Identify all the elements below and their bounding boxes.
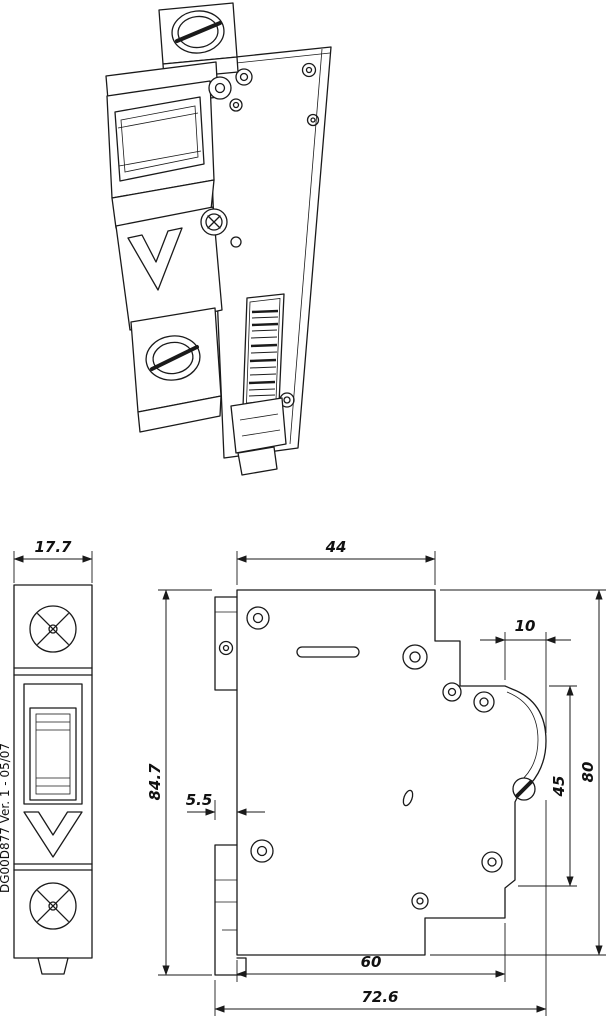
dimension-terminal-depth: 10 (480, 617, 571, 733)
front-toggle (23, 683, 83, 805)
din-rail-clip-iso (230, 397, 287, 476)
dim-rail-depth-value: 5.5 (186, 791, 213, 809)
side-rivets-and-slots (246, 606, 536, 910)
bottom-terminal-screw (145, 335, 201, 381)
dimension-front-width: 17.7 (13, 538, 93, 583)
doc-ref-text: DG00D877 Ver. 1 - 05/07 (0, 743, 12, 893)
mechanism-rivets (208, 76, 243, 112)
dimension-rail-depth: 5.5 (186, 791, 265, 820)
dim-front-width-value: 17.7 (34, 538, 72, 556)
barcode-label (242, 293, 285, 408)
side-body-outline (236, 589, 547, 956)
brand-arrow-mark (127, 227, 183, 291)
front-view: DG00D877 Ver. 1 - 05/07 17.7 (0, 538, 93, 975)
dimension-top-depth: 44 (236, 538, 436, 585)
toggle-lever-face (120, 105, 199, 173)
front-toggle-lever (29, 707, 77, 801)
dimension-overall-height: 84.7 (146, 589, 212, 976)
bottom-terminal (130, 307, 222, 433)
front-brand-arrow (23, 811, 83, 858)
dim-top-depth-value: 44 (325, 538, 347, 556)
top-terminal-screw (171, 10, 225, 54)
dim-overall-height-value: 84.7 (146, 763, 164, 801)
side-panel-edge-line (289, 48, 323, 445)
dim-overall-depth-value: 72.6 (361, 988, 398, 1006)
terminal-screw-side (512, 777, 536, 801)
side-panel-face (206, 46, 332, 459)
isometric-view (105, 2, 332, 476)
dim-base-depth-value: 60 (361, 953, 382, 971)
rail-flange-upper (214, 596, 238, 691)
front-screw-button (200, 208, 228, 236)
dimension-body-height: 80 (430, 589, 606, 956)
rail-clip-lower (214, 844, 247, 976)
dimension-overall-depth: 72.6 (214, 800, 547, 1016)
terminal-hook-inner-line (506, 691, 539, 787)
front-mid-face (115, 206, 242, 331)
dim-terminal-depth-value: 10 (515, 617, 536, 635)
front-top-screw (29, 605, 77, 653)
dimension-base-depth: 60 (236, 923, 506, 982)
side-view: 44 10 84.7 5.5 45 (146, 538, 606, 1016)
mid-hole (230, 236, 242, 248)
dim-body-height-value: 80 (579, 762, 597, 783)
dim-terminal-height-value: 45 (550, 776, 568, 798)
front-clip-foot (37, 957, 69, 975)
dimension-terminal-height: 45 (518, 685, 577, 887)
toggle-switch (106, 80, 215, 229)
front-bottom-screw (29, 882, 77, 930)
